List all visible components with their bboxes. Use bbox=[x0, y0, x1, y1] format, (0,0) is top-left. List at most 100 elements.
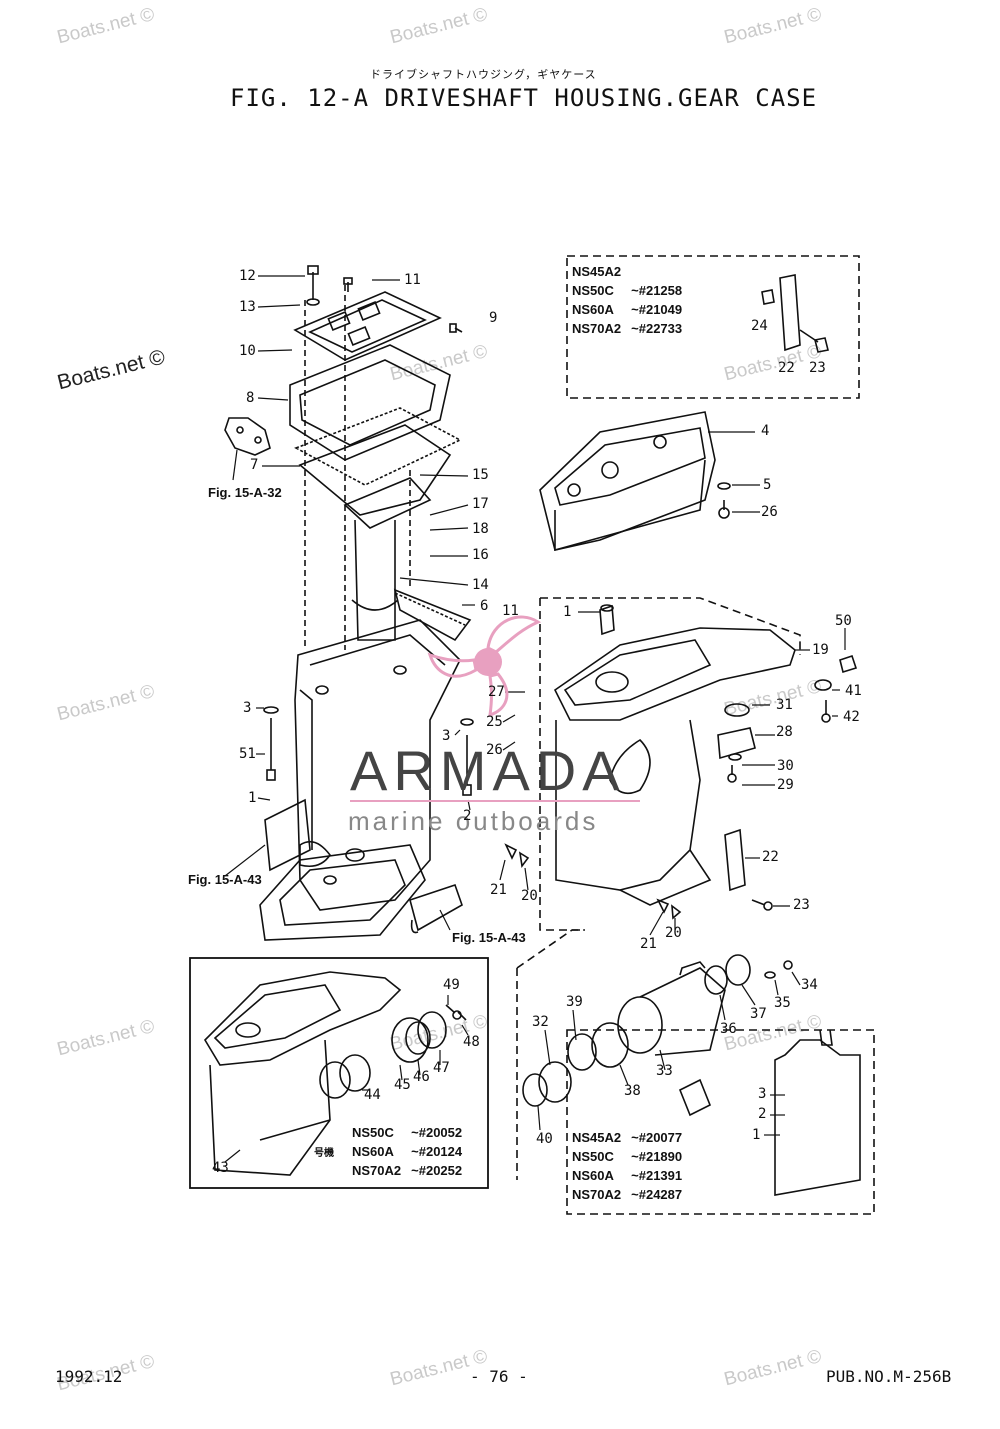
callout-label: 51 bbox=[239, 746, 256, 762]
callout-label: 7 bbox=[250, 457, 259, 473]
serial: ~#24287 bbox=[631, 1187, 683, 1202]
callout-label: 50 bbox=[835, 613, 852, 629]
model: NS50C bbox=[572, 283, 614, 298]
callout-label: 14 bbox=[472, 577, 489, 593]
callout-label: 28 bbox=[776, 724, 793, 740]
serial: ~#22733 bbox=[631, 321, 683, 336]
footer-page-number: - 76 - bbox=[470, 1367, 528, 1386]
callout-label: 1 bbox=[752, 1127, 761, 1143]
callout-label: 13 bbox=[239, 299, 256, 315]
callout-label: 5 bbox=[763, 477, 772, 493]
callout-label: 3 bbox=[758, 1086, 767, 1102]
serial: ~#21258 bbox=[631, 283, 683, 298]
callout-label: 8 bbox=[246, 390, 255, 406]
serial-table-top-right: NS45A2 NS50C ~#21258 NS60A ~#21049 NS70A2 ~… bbox=[572, 262, 692, 338]
callout-label: 24 bbox=[751, 318, 768, 334]
serial bbox=[631, 262, 692, 281]
inset-box-bottom-left bbox=[189, 957, 489, 1189]
serial: ~#20052 bbox=[411, 1125, 463, 1140]
model: NS70A2 bbox=[572, 321, 622, 336]
callout-label: 1 bbox=[563, 604, 572, 620]
callout-label: 32 bbox=[532, 1014, 549, 1030]
callout-label: 37 bbox=[750, 1006, 767, 1022]
callout-label: 40 bbox=[536, 1131, 553, 1147]
callout-label: 26 bbox=[761, 504, 778, 520]
callout-label: 36 bbox=[720, 1021, 737, 1037]
callout-label: 26 bbox=[486, 742, 503, 758]
callout-label: 48 bbox=[463, 1034, 480, 1050]
callout-label: 15 bbox=[472, 467, 489, 483]
callout-label: 10 bbox=[239, 343, 256, 359]
callout-label: 4 bbox=[761, 423, 770, 439]
callout-label: 11 bbox=[502, 603, 519, 619]
callout-label: 20 bbox=[521, 888, 538, 904]
callout-label: 3 bbox=[243, 700, 252, 716]
serial: ~#20077 bbox=[631, 1130, 683, 1145]
callout-label: 31 bbox=[776, 697, 793, 713]
model: NS60A bbox=[572, 302, 614, 317]
model: NS50C bbox=[572, 1149, 614, 1164]
callout-label: 11 bbox=[404, 272, 421, 288]
callout-label: 38 bbox=[624, 1083, 641, 1099]
serial-table-bottom-right: NS45A2~#20077 NS50C~#21890 NS60A~#21391 … bbox=[572, 1128, 692, 1204]
callout-label: 29 bbox=[777, 777, 794, 793]
callout-label: 2 bbox=[463, 808, 472, 824]
brand-name: ARMADA bbox=[350, 739, 626, 802]
callout-label: 41 bbox=[845, 683, 862, 699]
footer-date: 1992.12 bbox=[55, 1367, 123, 1386]
callout-label: 21 bbox=[640, 936, 657, 952]
callout-label: 44 bbox=[364, 1087, 381, 1103]
serial-table-bottom-left: NS50C~#20052 NS60A~#20124 NS70A2~#20252 bbox=[352, 1123, 472, 1180]
callout-label: 33 bbox=[656, 1063, 673, 1079]
serial-prefix: 号機 bbox=[314, 1148, 334, 1159]
callout-label: 23 bbox=[793, 897, 810, 913]
serial-box-top-right bbox=[566, 255, 860, 399]
model: NS60A bbox=[572, 1168, 614, 1183]
page-title: FIG. 12-A DRIVESHAFT HOUSING.GEAR CASE bbox=[230, 84, 818, 112]
callout-label: 9 bbox=[489, 310, 498, 326]
callout-label: 46 bbox=[413, 1069, 430, 1085]
callout-label: 30 bbox=[777, 758, 794, 774]
fig-ref-15-a-43-bottom: Fig. 15-A-43 bbox=[452, 930, 526, 945]
callout-label: 43 bbox=[212, 1160, 229, 1176]
callout-label: 21 bbox=[490, 882, 507, 898]
brand-tagline: marine outboards bbox=[348, 806, 599, 836]
serial-box-bottom-right bbox=[566, 1029, 875, 1215]
fig-ref-15-a-43-left: Fig. 15-A-43 bbox=[188, 872, 262, 887]
callout-label: 47 bbox=[433, 1060, 450, 1076]
model: NS45A2 bbox=[572, 264, 622, 279]
model: NS70A2 bbox=[352, 1163, 402, 1178]
footer-publication-number: PUB.NO.M-256B bbox=[826, 1367, 952, 1386]
callout-label: 34 bbox=[801, 977, 818, 993]
callout-label: 22 bbox=[778, 360, 795, 376]
callout-label: 39 bbox=[566, 994, 583, 1010]
callout-label: 16 bbox=[472, 547, 489, 563]
callout-label: 45 bbox=[394, 1077, 411, 1093]
japanese-title: ドライブシャフトハウジング，ギヤケース bbox=[370, 68, 597, 81]
callout-label: 12 bbox=[239, 268, 256, 284]
serial: ~#20124 bbox=[411, 1144, 463, 1159]
callout-label: 22 bbox=[762, 849, 779, 865]
callout-label: 49 bbox=[443, 977, 460, 993]
callout-label: 18 bbox=[472, 521, 489, 537]
callout-label: 20 bbox=[665, 925, 682, 941]
armada-propeller-logo bbox=[427, 615, 542, 718]
callout-label: 6 bbox=[480, 598, 489, 614]
callout-label: 42 bbox=[843, 709, 860, 725]
brand-underline bbox=[350, 800, 640, 802]
model: NS50C bbox=[352, 1125, 394, 1140]
callout-label: 23 bbox=[809, 360, 826, 376]
serial: ~#21049 bbox=[631, 302, 683, 317]
callout-label: 35 bbox=[774, 995, 791, 1011]
callout-label: 17 bbox=[472, 496, 489, 512]
callout-label: 1 bbox=[248, 790, 257, 806]
callout-label: 25 bbox=[486, 714, 503, 730]
model: NS70A2 bbox=[572, 1187, 622, 1202]
serial: ~#21391 bbox=[631, 1168, 683, 1183]
serial: ~#21890 bbox=[631, 1149, 683, 1164]
callout-label: 19 bbox=[812, 642, 829, 658]
callout-label: 27 bbox=[488, 684, 505, 700]
model: NS60A bbox=[352, 1144, 394, 1159]
model: NS45A2 bbox=[572, 1130, 622, 1145]
